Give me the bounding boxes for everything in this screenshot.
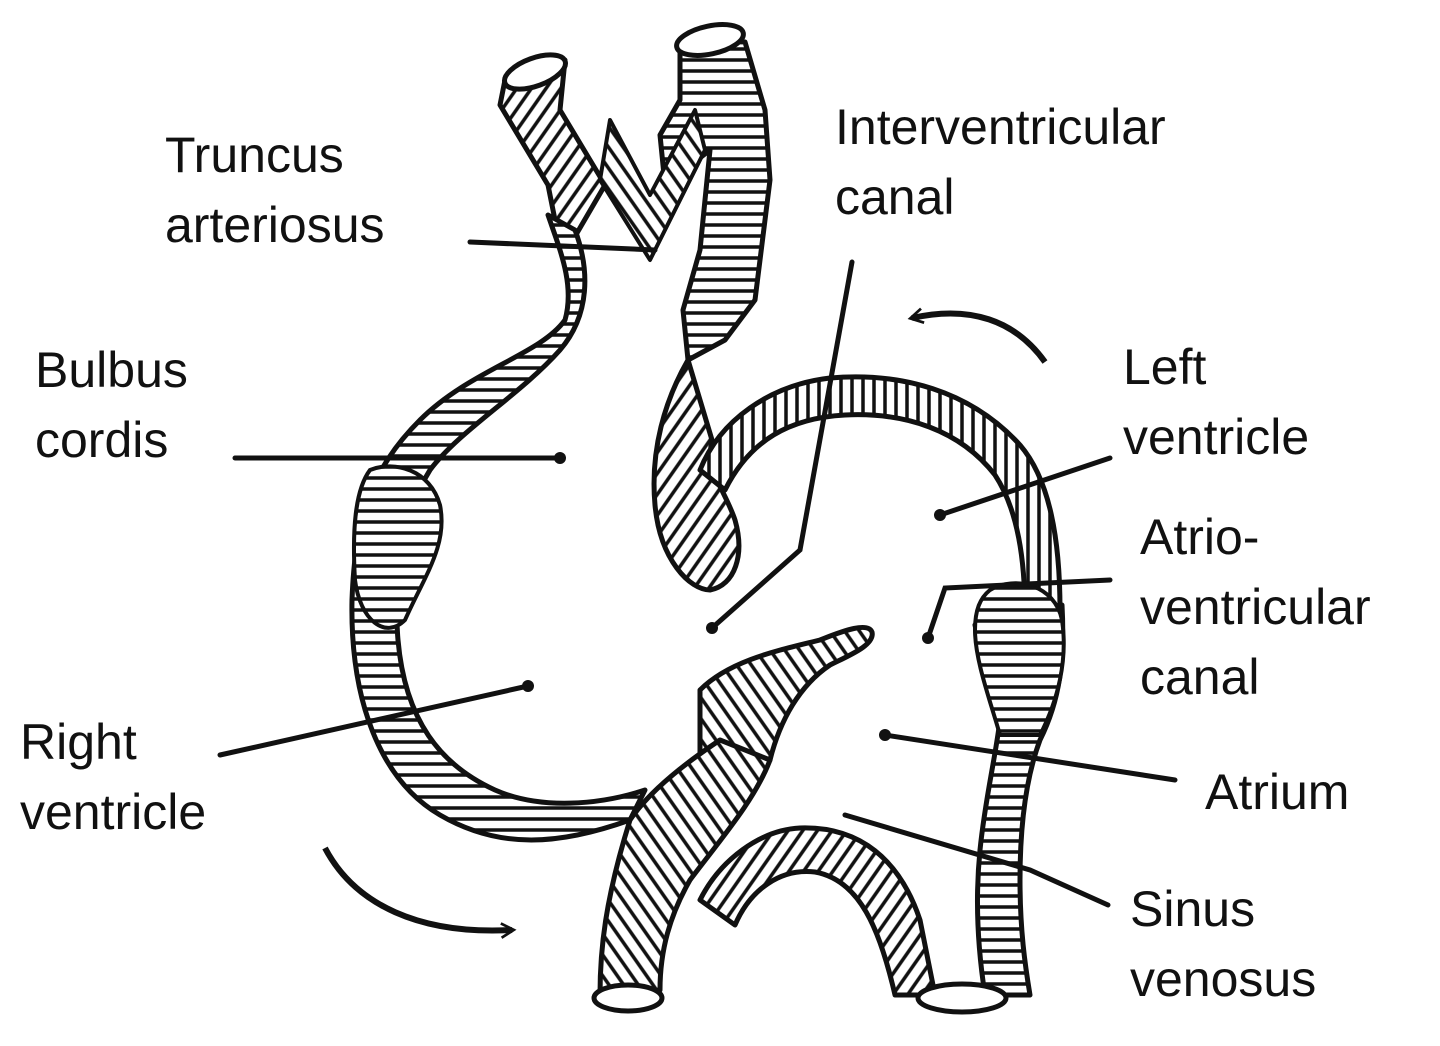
flow-arrow-top xyxy=(907,307,1048,364)
leader-truncus xyxy=(467,239,658,253)
label-right-ventricle: Right ventricle xyxy=(20,714,207,840)
leader-dots xyxy=(522,452,946,741)
av-lip xyxy=(697,625,875,763)
leader-av-canal xyxy=(925,577,1113,641)
leader-left-ventricle xyxy=(937,455,1113,518)
sinus-arch xyxy=(697,825,938,998)
atrium-thickening xyxy=(972,581,1066,737)
label-interventricular-canal: Interventricular canal xyxy=(835,99,1166,225)
bulbus-thickening xyxy=(351,464,444,630)
leader-right-ventricle xyxy=(217,683,531,758)
truncus-junction xyxy=(598,108,707,262)
truncus-left-branch xyxy=(497,52,608,248)
sinus-left-limb xyxy=(597,737,773,998)
label-atrio-ventricular-canal: Atrio- ventricular canal xyxy=(1140,509,1371,705)
label-left-ventricle: Left ventricle xyxy=(1123,339,1310,465)
label-truncus-arteriosus: Truncus arteriosus xyxy=(165,127,385,253)
sinus-left-opening xyxy=(591,982,665,1014)
leader-atrium xyxy=(882,732,1178,783)
leader-interventricular xyxy=(709,259,855,631)
ventricular-septum xyxy=(651,357,742,593)
flow-arrow-bottom xyxy=(322,846,517,939)
sinus-right-opening xyxy=(915,981,1009,1015)
label-sinus-venosus: Sinus venosus xyxy=(1130,881,1317,1007)
left-ventricle-wall xyxy=(697,374,1063,618)
leader-sinus xyxy=(842,812,1111,908)
label-bulbus-cordis: Bulbus cordis xyxy=(35,342,188,468)
leader-lines xyxy=(217,239,1178,908)
label-atrium: Atrium xyxy=(1205,764,1350,820)
